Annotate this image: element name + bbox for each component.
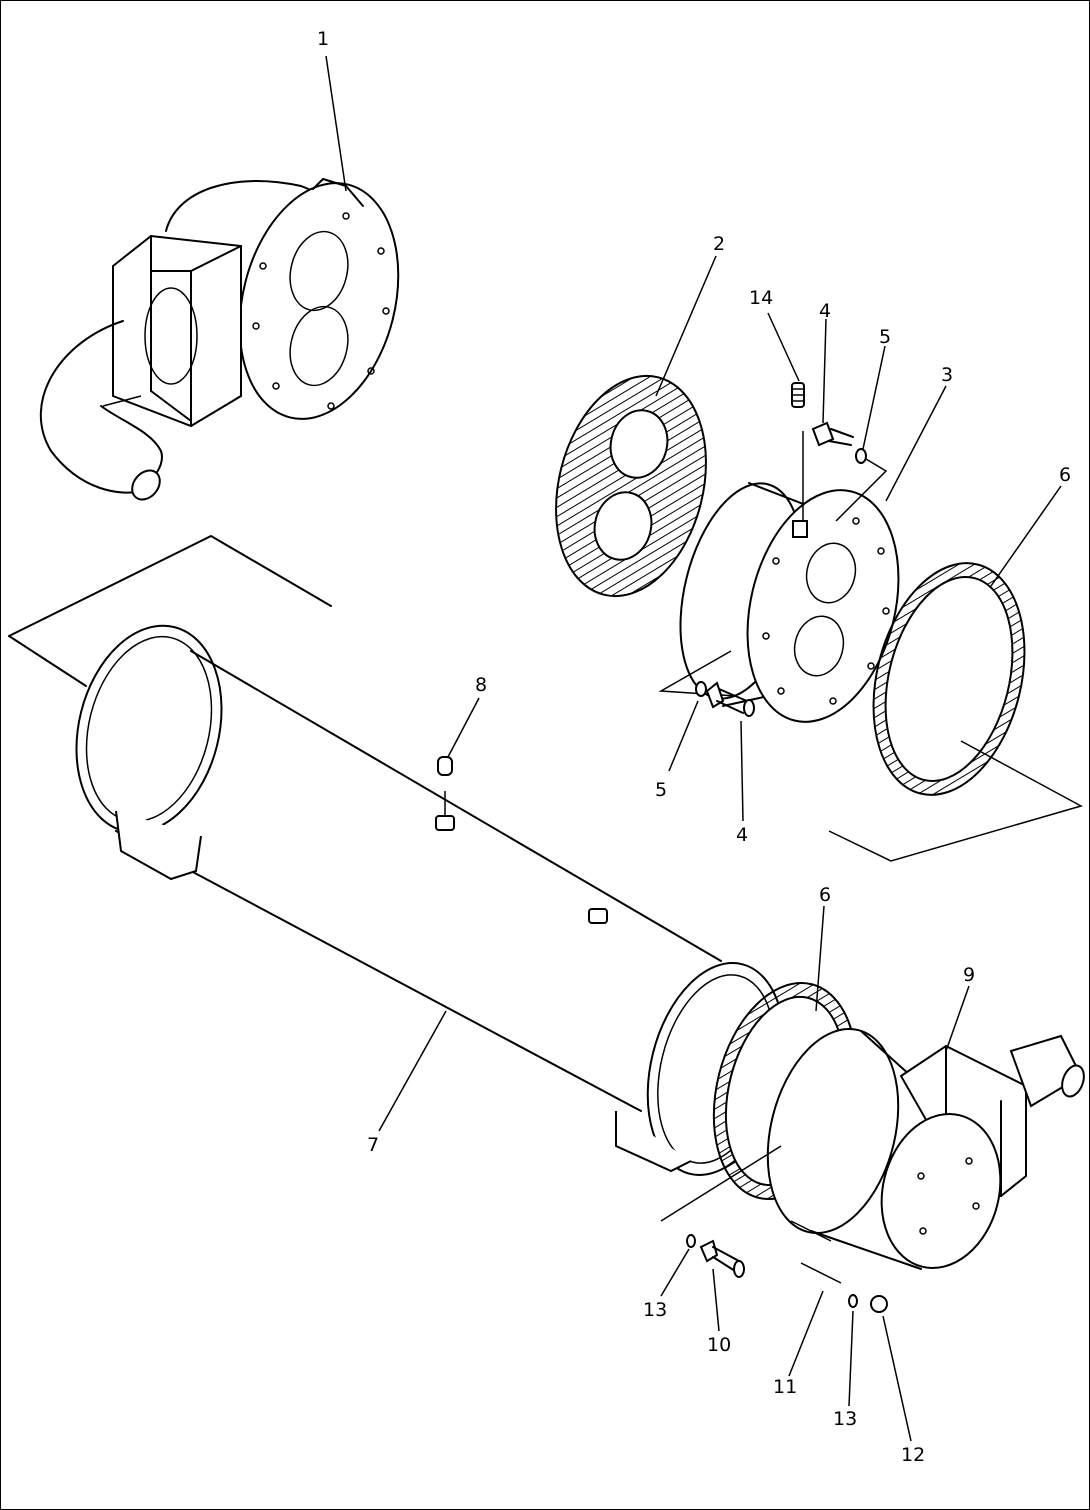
callout-14: 14 — [749, 287, 773, 309]
part-2-gasket — [555, 374, 707, 598]
part-13-washer-right — [848, 1294, 858, 1308]
callout-11: 11 — [773, 1376, 797, 1398]
callout-9: 9 — [963, 964, 975, 986]
leader-lines — [325, 55, 1062, 1442]
callout-4-lower: 4 — [736, 824, 748, 846]
callout-5-lower: 5 — [655, 779, 667, 801]
callout-6-upper: 6 — [1059, 464, 1071, 486]
part-14-nipple — [791, 382, 805, 408]
callout-4-upper: 4 — [819, 300, 831, 322]
callout-1: 1 — [317, 28, 329, 50]
part-12-nut — [870, 1295, 888, 1313]
part-8-plug — [437, 756, 453, 776]
part-4-bolt-lower — [705, 681, 755, 717]
part-9-drive-unit — [660, 1027, 1085, 1270]
callout-2: 2 — [713, 233, 725, 255]
callout-8: 8 — [475, 674, 487, 696]
part-5-washer-lower — [695, 681, 707, 697]
part-4-bolt-upper — [811, 421, 854, 447]
callout-12: 12 — [901, 1444, 925, 1466]
part-5-washer-upper — [855, 448, 867, 464]
callout-labels: 1 2 3 4 4 5 5 6 6 7 8 9 10 11 12 13 13 1… — [317, 28, 1071, 1466]
part-1-blower-housing — [39, 178, 400, 501]
callout-3: 3 — [941, 364, 953, 386]
part-11-stud — [800, 1262, 842, 1284]
callout-13-right: 13 — [833, 1408, 857, 1430]
callout-7: 7 — [367, 1134, 379, 1156]
part-13-washer-left — [686, 1234, 696, 1248]
part-10-bolt — [699, 1239, 745, 1278]
callout-13-left: 13 — [643, 1299, 667, 1321]
callout-5-upper: 5 — [879, 326, 891, 348]
part-3-adapter-flange — [658, 431, 900, 723]
callout-6-lower: 6 — [819, 884, 831, 906]
callout-10: 10 — [707, 1334, 731, 1356]
part-6-gasket-ring-upper — [828, 562, 1083, 862]
